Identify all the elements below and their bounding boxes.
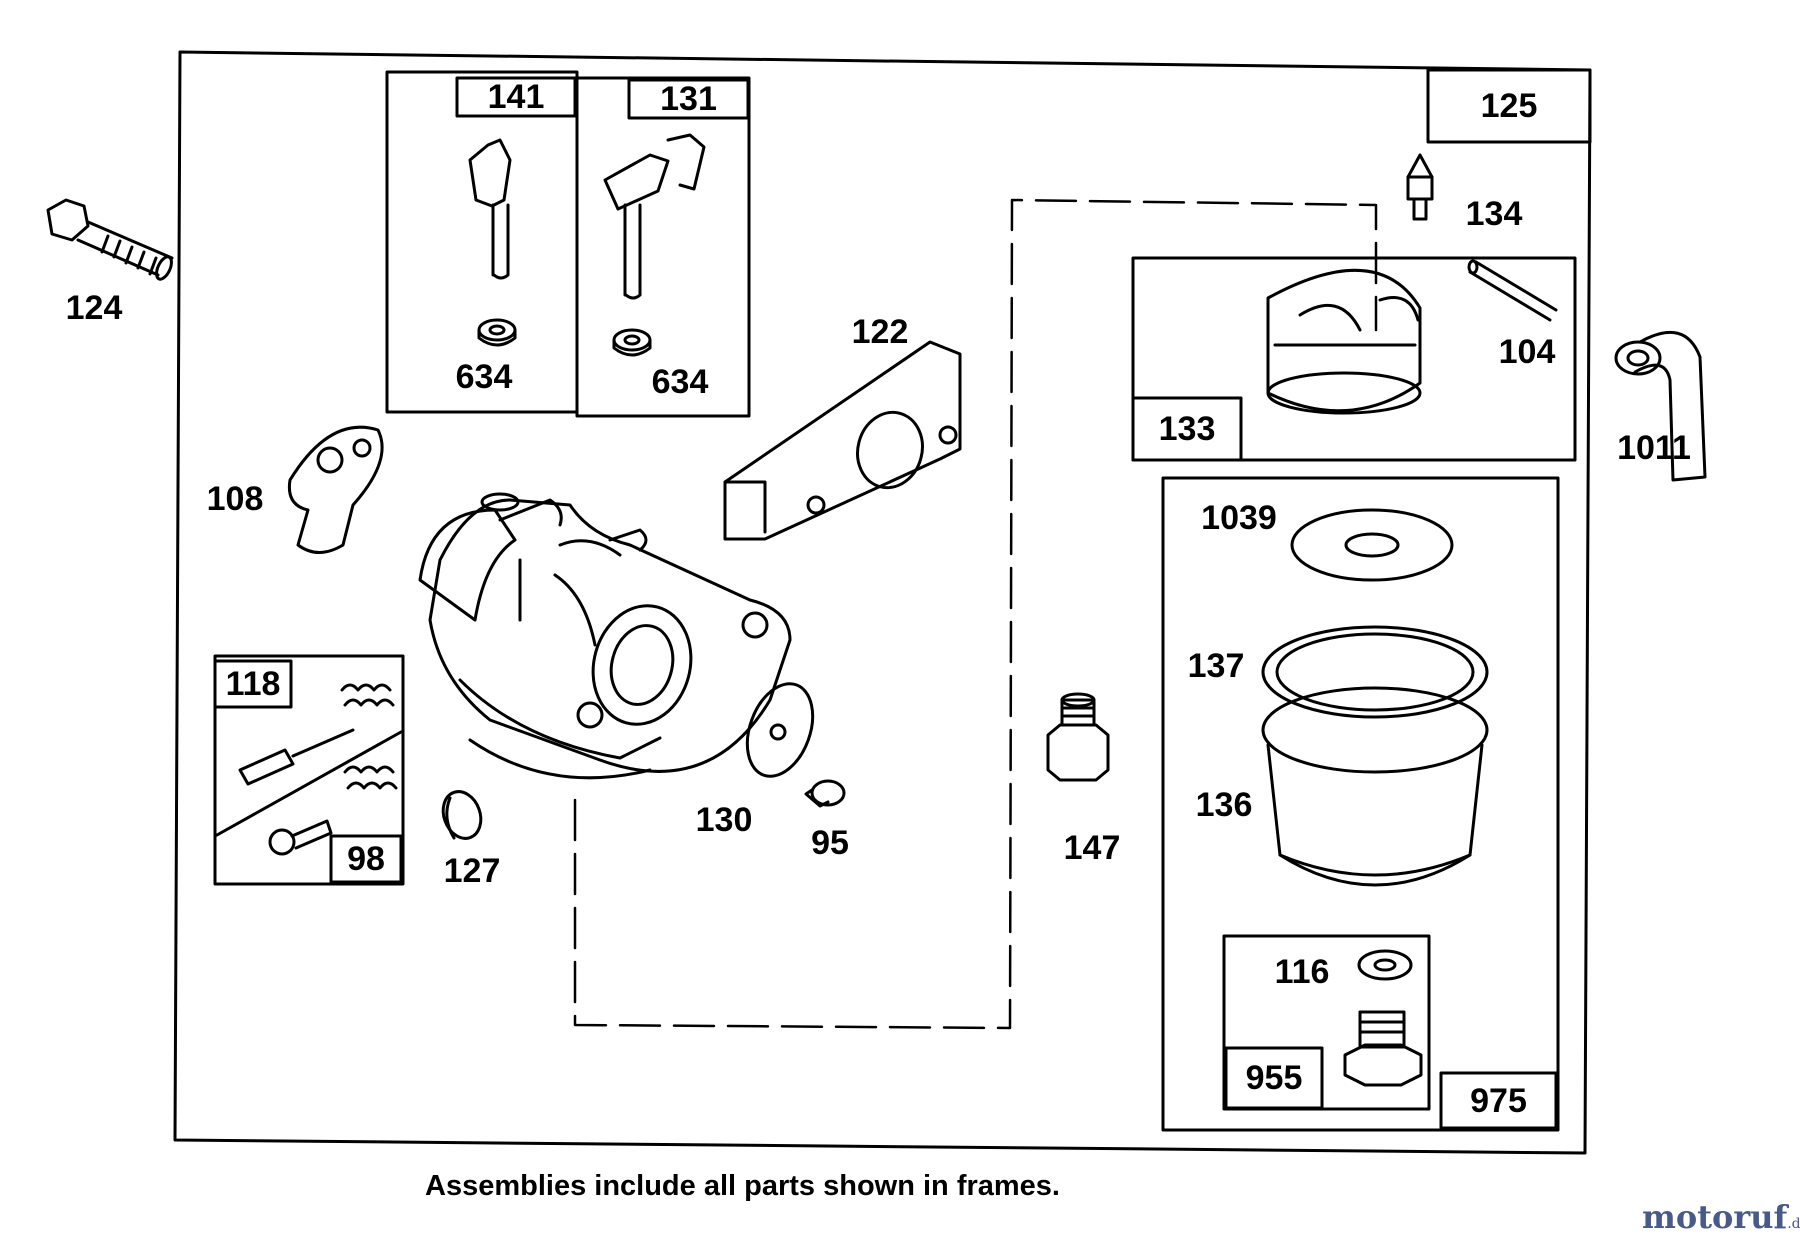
callout-116: 116 (1274, 953, 1330, 991)
watermark-name: motoruf (1642, 1198, 1788, 1236)
callout-1039: 1039 (1201, 499, 1277, 537)
callout-122: 122 (851, 313, 909, 351)
part-131-choke-shaft (603, 133, 706, 300)
callout-108: 108 (206, 480, 264, 518)
part-108-plate (287, 425, 384, 554)
callout-124: 124 (65, 289, 123, 327)
frame-label-975: 975 (1470, 1081, 1527, 1120)
callout-634-a: 634 (455, 358, 513, 396)
frame-label-133: 133 (1158, 410, 1216, 448)
callout-104: 104 (1498, 333, 1556, 371)
frame-label-98: 98 (347, 840, 385, 878)
frame-label-955: 955 (1245, 1059, 1303, 1097)
part-134-needle (1406, 153, 1434, 221)
part-104-pin (1467, 259, 1558, 322)
part-1011-elbow (1614, 330, 1707, 482)
outer-frame (173, 50, 1592, 1155)
frame-125 (1426, 68, 1592, 144)
part-130-disc (745, 682, 815, 778)
callout-137: 137 (1187, 647, 1245, 685)
part-122-gasket (723, 340, 962, 541)
part-136-bowl (1261, 686, 1489, 887)
part-141-valve-shaft (468, 138, 512, 280)
callout-95: 95 (811, 824, 849, 862)
frame-955 (1222, 934, 1431, 1111)
dashed-link-line (573, 198, 1378, 1030)
callout-1011: 1011 (1617, 429, 1691, 467)
part-133-float (1266, 268, 1422, 415)
part-95-screw (804, 779, 846, 808)
callout-127: 127 (443, 852, 501, 890)
frame-label-118: 118 (225, 665, 281, 703)
frame-label-141: 141 (487, 78, 545, 116)
frame-label-125: 125 (1480, 87, 1538, 125)
callout-634-b: 634 (651, 363, 709, 401)
part-1039-gasket (1290, 508, 1454, 582)
diagram-caption: Assemblies include all parts shown in fr… (425, 1170, 1060, 1202)
part-118-needle-screw (238, 683, 398, 856)
frame-131 (575, 76, 751, 418)
callout-130: 130 (695, 801, 753, 839)
part-634-washer-a (477, 318, 517, 347)
callout-134: 134 (1465, 195, 1523, 233)
frame-975 (1161, 476, 1560, 1132)
callout-136: 136 (1195, 786, 1253, 824)
part-124-bolt (46, 198, 174, 281)
part-147-fitting (1046, 692, 1110, 782)
part-116-washer (1357, 949, 1413, 981)
part-127-plug (441, 790, 483, 840)
callout-147: 147 (1063, 829, 1121, 867)
frame-133 (1131, 256, 1577, 462)
watermark-logo: motoruf.de (1642, 1198, 1800, 1236)
watermark-tld: .de (1787, 1216, 1800, 1232)
part-955-bowl-nut (1343, 1010, 1423, 1087)
carburetor-body (418, 492, 792, 780)
part-137-oring (1261, 625, 1489, 719)
part-634-washer-b (612, 328, 652, 357)
frame-label-131: 131 (660, 80, 717, 118)
frame-118 (213, 654, 405, 886)
